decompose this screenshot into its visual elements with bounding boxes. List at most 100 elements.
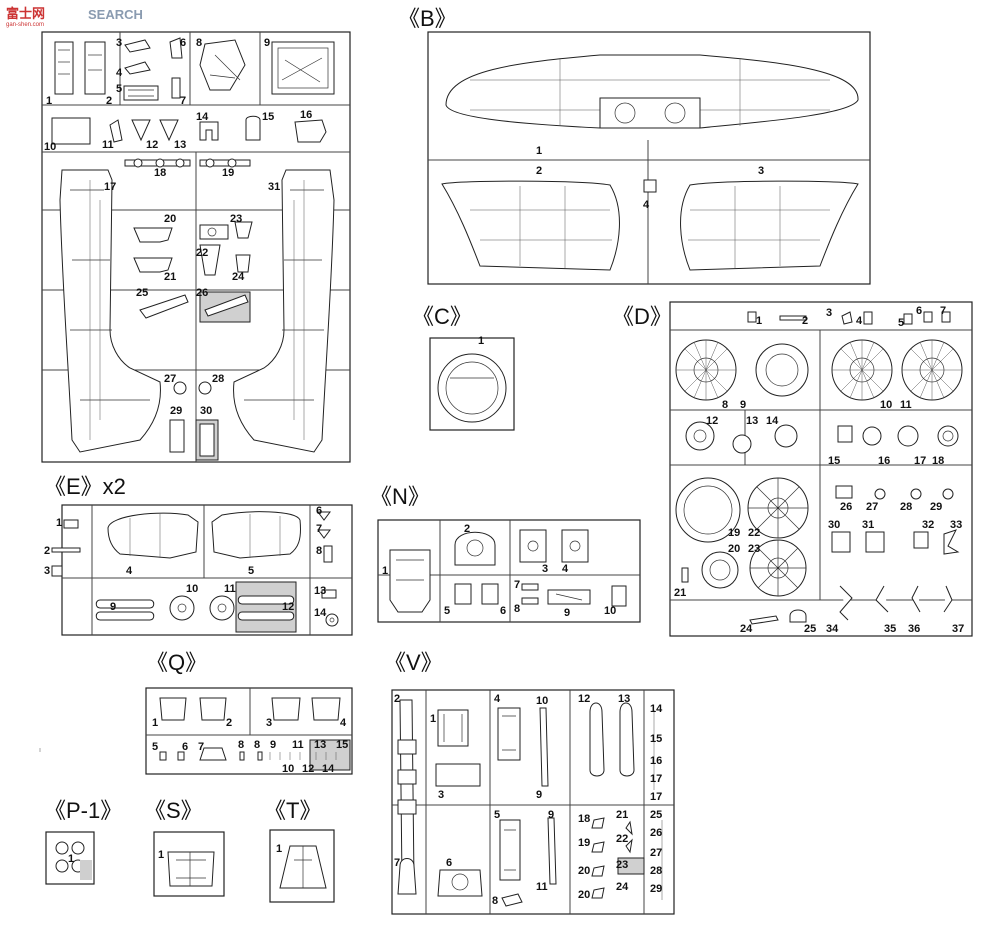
stabilizer-right — [211, 511, 301, 559]
v-label: 22 — [616, 833, 628, 845]
a-label: 5 — [116, 83, 122, 95]
e-label: 12 — [282, 601, 294, 613]
d-label: 28 — [900, 501, 912, 513]
a-label: 14 — [196, 111, 209, 123]
d-label: 23 — [748, 543, 760, 555]
v-label: 18 — [578, 813, 590, 825]
q-label: 15 — [336, 739, 348, 751]
d-label: 24 — [740, 623, 753, 635]
n-label: 2 — [464, 523, 470, 535]
b-label: 1 — [536, 145, 542, 157]
sprue-v: 《V》 — [384, 650, 675, 915]
v-label: 20 — [578, 889, 590, 901]
sprue-q-title: 《Q》 — [146, 650, 207, 675]
n-label: 3 — [542, 563, 548, 575]
d-label: 1 — [756, 315, 762, 327]
wing-upper-right — [680, 180, 859, 271]
e-label: 9 — [110, 601, 116, 613]
v-label: 5 — [494, 809, 500, 821]
v-label: 10 — [536, 695, 548, 707]
sprue-a — [41, 31, 351, 463]
d-label: 5 — [898, 317, 904, 329]
watermark-brand-en: SEARCH — [88, 7, 143, 22]
a-label: 16 — [300, 109, 312, 121]
a-label: 17 — [104, 181, 116, 193]
q-label: 6 — [182, 741, 188, 753]
q-label: 13 — [314, 739, 326, 751]
d-label: 13 — [746, 415, 758, 427]
sprue-d-title: 《D》 — [612, 304, 672, 329]
watermark-logo: 富士网 SEARCH gan-shen.com — [6, 6, 143, 28]
e-label: 8 — [316, 545, 322, 557]
d-label: 3 — [826, 307, 832, 319]
v-label: 13 — [618, 693, 630, 705]
v-label: 20 — [578, 865, 590, 877]
b-label: 2 — [536, 165, 542, 177]
q-label: 8 — [238, 739, 244, 751]
d-label: 33 — [950, 519, 962, 531]
t-label: 1 — [276, 843, 282, 855]
a-label: 30 — [200, 405, 212, 417]
e-label: 11 — [224, 583, 236, 595]
a-label: 1 — [46, 95, 52, 107]
d-label: 26 — [840, 501, 852, 513]
s-label: 1 — [158, 849, 164, 861]
sprue-e-title: 《E》x2 — [44, 474, 126, 499]
v-label: 6 — [446, 857, 452, 869]
v-label: 17 — [650, 791, 662, 803]
d-label: 11 — [900, 399, 912, 411]
e-label: 10 — [186, 583, 198, 595]
sprue-d-labels: 1 2 3 4 5 6 7 8 9 10 11 12 13 14 15 16 1… — [674, 305, 964, 635]
a-label: 21 — [164, 271, 176, 283]
a-label: 26 — [196, 287, 208, 299]
v-label: 28 — [650, 865, 662, 877]
n-label: 1 — [382, 565, 388, 577]
a-label: 24 — [232, 271, 245, 283]
d-label: 19 — [728, 527, 740, 539]
d-label: 21 — [674, 587, 686, 599]
watermark-sub: gan-shen.com — [6, 22, 44, 28]
e-label: 7 — [316, 523, 322, 535]
sprue-c-title: 《C》 — [412, 304, 472, 329]
q-label: 14 — [322, 763, 335, 775]
a-label: 28 — [212, 373, 224, 385]
d-label: 9 — [740, 399, 746, 411]
e-label: 13 — [314, 585, 326, 597]
a-label: 8 — [196, 37, 202, 49]
v-label: 9 — [536, 789, 542, 801]
d-label: 27 — [866, 501, 878, 513]
v-label: 4 — [494, 693, 501, 705]
e-label: 14 — [314, 607, 327, 619]
e-label: 1 — [56, 517, 62, 529]
d-label: 4 — [856, 315, 863, 327]
d-label: 30 — [828, 519, 840, 531]
a-label: 22 — [196, 247, 208, 259]
sprue-q-labels: 1 2 3 4 5 6 7 8 8 9 10 11 12 13 14 15 — [152, 717, 348, 775]
watermark-brand-cn: 富士网 — [6, 6, 45, 22]
sprue-b-labels: 1 2 3 4 — [536, 145, 764, 211]
d-label: 10 — [880, 399, 892, 411]
q-label: 7 — [198, 741, 204, 753]
v-label: 19 — [578, 837, 590, 849]
d-label: 20 — [728, 543, 740, 555]
d-label: 6 — [916, 305, 922, 317]
v-label: 16 — [650, 755, 662, 767]
v-label: 15 — [650, 733, 662, 745]
sprue-s: 《S》 1 — [144, 798, 225, 897]
sprue-b-title: 《B》 — [398, 6, 457, 31]
sprue-p1: 《P-1》 1 — [44, 798, 122, 885]
a-label: 31 — [268, 181, 280, 193]
sprue-n-title: 《N》 — [370, 484, 430, 509]
sprue-s-title: 《S》 — [144, 798, 203, 823]
d-label: 15 — [828, 455, 840, 467]
sprue-e-labels: 1 2 3 4 5 6 7 8 9 10 11 12 13 14 — [44, 505, 327, 619]
q-label: 3 — [266, 717, 272, 729]
v-label: 17 — [650, 773, 662, 785]
q-label: 1 — [152, 717, 158, 729]
q-label: 9 — [270, 739, 276, 751]
v-label: 8 — [492, 895, 498, 907]
q-label: 12 — [302, 763, 314, 775]
sprue-c: 《C》 1 — [412, 304, 515, 431]
d-label: 22 — [748, 527, 760, 539]
sprue-v-title: 《V》 — [384, 650, 443, 675]
